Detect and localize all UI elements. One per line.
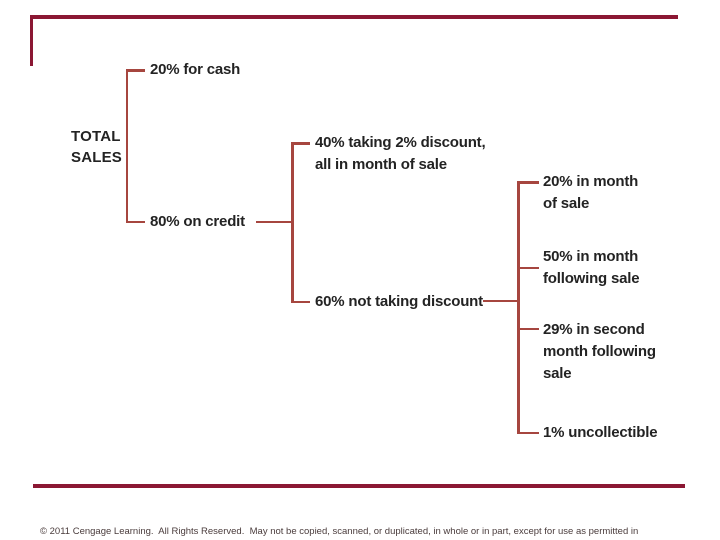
- connector-credit-line: [256, 220, 293, 223]
- top-accent-rule: [30, 15, 678, 19]
- footer-accent-rule: [33, 484, 685, 488]
- level1-branch-tick: [125, 220, 145, 223]
- root-label-line: SALES: [71, 149, 123, 166]
- root-label-line: TOTAL: [71, 128, 121, 145]
- branch-label-no-discount: 60% not taking discount: [315, 293, 483, 310]
- root-label: TOTAL SALES: [71, 126, 122, 168]
- level3-branch-tick: [517, 181, 539, 184]
- level2-branch-tick: [291, 300, 310, 303]
- copyright-line: © 2011 Cengage Learning. All Rights Rese…: [40, 526, 639, 537]
- level2-bracket-vertical-line: [291, 142, 294, 303]
- copyright-notice: © 2011 Cengage Learning. All Rights Rese…: [40, 498, 638, 540]
- level1-bracket-vertical-line: [125, 69, 128, 223]
- branch-label-cash: 20% for cash: [150, 61, 241, 78]
- branch-label-credit: 80% on credit: [150, 213, 245, 230]
- level3-bracket-vertical-line: [517, 181, 520, 434]
- branch-label-month-following: 50% in month following sale: [543, 248, 640, 287]
- level2-branch-tick: [291, 142, 310, 145]
- level3-branch-tick: [517, 327, 539, 330]
- branch-label-month-of-sale: 20% in month of sale: [543, 173, 639, 212]
- branch-label-second-month: 29% in second month following sale: [543, 321, 656, 382]
- connector-no-discount-line: [483, 299, 519, 302]
- branch-label-discount: 40% taking 2% discount, all in month of …: [315, 134, 486, 173]
- level1-branch-tick: [125, 69, 145, 72]
- branch-label-uncollectible: 1% uncollectible: [543, 424, 658, 441]
- level3-branch-tick: [517, 431, 539, 434]
- level3-branch-tick: [517, 266, 539, 269]
- left-accent-rule: [30, 15, 33, 66]
